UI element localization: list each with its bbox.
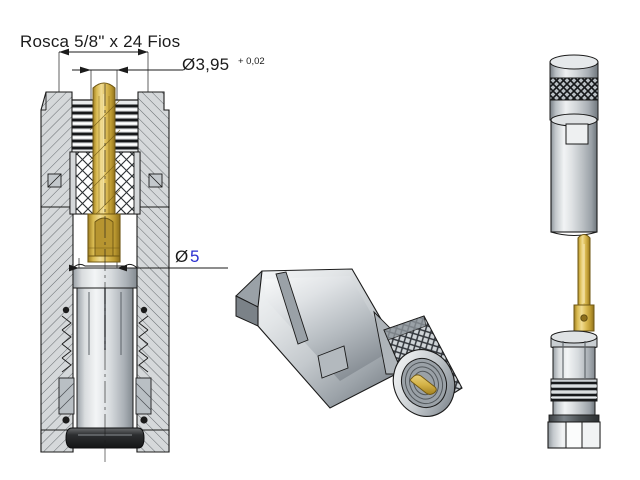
exploded-ferrule <box>547 330 601 449</box>
exploded-cap-knurl-band <box>549 77 599 101</box>
section-right-keyway-hatch <box>148 173 163 188</box>
svg-text:Ø3,95: Ø3,95 <box>182 55 229 74</box>
exploded-pin-hole <box>580 314 588 322</box>
exploded-ferrule-top-face <box>550 330 598 344</box>
section-spring-node-right-top <box>140 306 148 314</box>
exploded-body-notch <box>565 123 589 145</box>
exploded-hex-nut <box>547 421 601 449</box>
iso-body-notch <box>317 345 349 379</box>
dimension-pin-diameter <box>72 66 183 74</box>
section-body-right-wall <box>136 206 170 453</box>
exploded-ferrule-threads <box>550 378 598 402</box>
isometric-assembly-view <box>235 268 463 417</box>
exploded-body-cylinder <box>550 113 598 236</box>
exploded-component-view <box>547 54 601 449</box>
cross-section-view: Rosca 5/8" x 24 Fios Ø3,95 + 0,02 Ø 5 <box>20 32 265 462</box>
section-crimp-springs <box>61 315 149 373</box>
iso-center-pin-tip <box>410 374 437 395</box>
section-spring-blocks <box>58 306 152 424</box>
section-flange-steps <box>41 92 169 111</box>
bore-diameter-value: 5 <box>190 247 199 266</box>
dimension-thread-width <box>59 48 148 56</box>
exploded-ferrule-dark-ring <box>548 414 600 423</box>
pin-diameter-tolerance: + 0,02 <box>238 56 265 67</box>
section-pin-socket <box>87 213 121 263</box>
dimension-bore-diameter <box>69 264 228 272</box>
section-body-left-wall <box>40 206 74 453</box>
exploded-center-pin <box>573 234 595 332</box>
iso-front-coupling-face <box>392 349 456 417</box>
pin-diameter-label-group: Ø3,95 + 0,02 <box>182 55 265 74</box>
section-left-keyway-hatch <box>47 173 62 188</box>
bore-diameter-label-group: Ø 5 <box>175 247 199 266</box>
bore-diameter-symbol: Ø <box>175 247 188 266</box>
section-spring-node-left-top <box>62 306 70 314</box>
exploded-cap-top-face <box>549 54 599 70</box>
thread-spec-label: Rosca 5/8" x 24 Fios <box>20 32 180 51</box>
iso-rear-collar-band <box>275 271 309 345</box>
section-spring-node-right-bottom <box>140 416 148 424</box>
section-insulator-shoulders <box>69 151 141 215</box>
pin-diameter-value: 3,95 <box>195 55 229 74</box>
pin-diameter-symbol: Ø <box>182 55 195 74</box>
section-center-pin <box>89 82 121 223</box>
section-spring-node-left-bottom <box>62 416 70 424</box>
